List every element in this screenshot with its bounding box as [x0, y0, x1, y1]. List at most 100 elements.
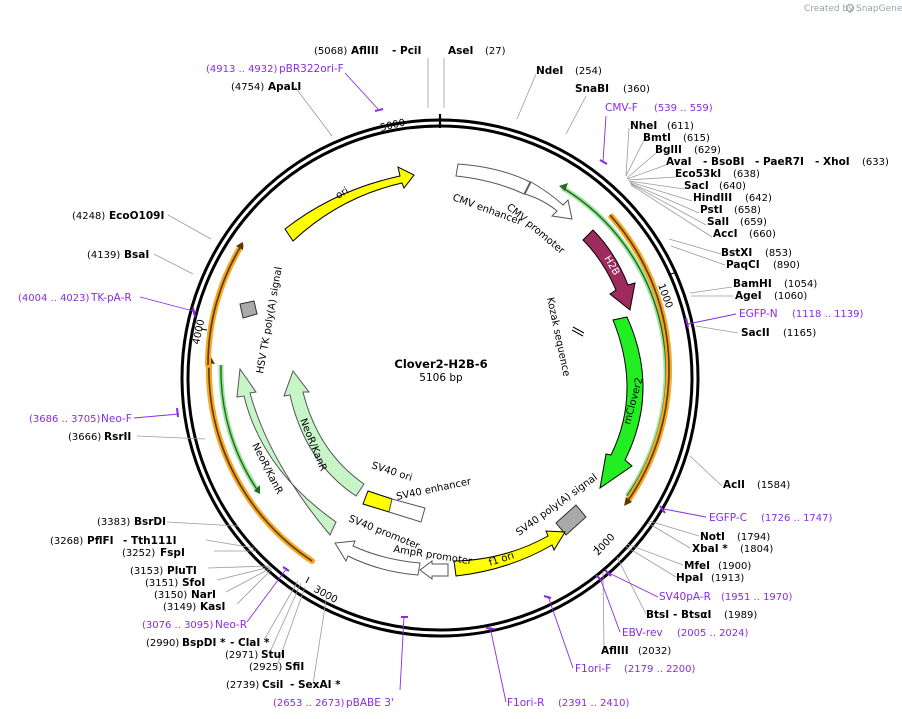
- site-bamhi[interactable]: BamHI (1054): [733, 278, 817, 290]
- site-xbai[interactable]: XbaI * (1804): [692, 543, 773, 555]
- site-bstxi[interactable]: BstXI (853): [721, 247, 792, 259]
- svg-text:(2925): (2925): [249, 662, 282, 673]
- svg-text:PluTI: PluTI: [167, 565, 197, 577]
- site-saci[interactable]: SacI (640): [684, 180, 746, 192]
- hsv-tk-feature: [239, 300, 258, 319]
- svg-text:(2971): (2971): [225, 650, 258, 661]
- site-hindiii[interactable]: HindIII (642): [693, 192, 772, 204]
- site-psti[interactable]: PstI (658): [700, 204, 761, 216]
- primer-pbr322ori-f[interactable]: (4913 .. 4932) pBR322ori-F: [206, 63, 344, 75]
- svg-text:SfiI: SfiI: [285, 661, 304, 673]
- svg-text:AclI: AclI: [723, 479, 745, 491]
- site-sfoi[interactable]: (3151) SfoI: [145, 577, 205, 589]
- svg-text:(2005 .. 2024): (2005 .. 2024): [677, 628, 749, 639]
- primer-sv40pa-r[interactable]: SV40pA-R (1951 .. 1970): [659, 591, 793, 603]
- svg-text:NarI: NarI: [191, 589, 216, 601]
- site-acli[interactable]: AclI (1584): [723, 479, 790, 491]
- site-kasi[interactable]: (3149) KasI: [163, 601, 225, 613]
- site-csii-sexai[interactable]: (2739) CsiI - SexAI *: [226, 679, 341, 691]
- site-noti[interactable]: NotI (1794): [700, 531, 770, 543]
- site-avai-group[interactable]: AvaI - BsoBI - PaeR7I - XhoI (633): [666, 156, 889, 168]
- site-bsrdi[interactable]: (3383) BsrDI: [97, 516, 166, 528]
- svg-text:ClaI *: ClaI *: [238, 637, 270, 649]
- svg-text:(3252): (3252): [122, 548, 155, 559]
- mclover2-feature: [599, 316, 644, 490]
- tk-orf-arc: [204, 243, 244, 368]
- svg-text:BamHI: BamHI: [733, 278, 772, 290]
- primer-pbabe-3[interactable]: (2653 .. 2673) pBABE 3': [273, 697, 394, 709]
- svg-text:(1060): (1060): [774, 291, 807, 302]
- svg-text:Eco53kI: Eco53kI: [675, 168, 721, 180]
- svg-text:MfeI: MfeI: [684, 560, 710, 572]
- site-mfei[interactable]: MfeI (1900): [684, 560, 751, 572]
- svg-text:(1989): (1989): [724, 610, 757, 621]
- site-ndei[interactable]: NdeI (254): [536, 65, 602, 77]
- watermark-prefix: Created by: [804, 4, 854, 14]
- svg-text:XbaI *: XbaI *: [692, 543, 728, 555]
- site-fspi[interactable]: (3252) FspI: [122, 547, 185, 559]
- primer-egfp-n[interactable]: EGFP-N (1118 .. 1139): [739, 308, 864, 320]
- primer-neo-f[interactable]: (3686 .. 3705) Neo-F: [29, 413, 132, 425]
- site-stui[interactable]: (2971) StuI: [225, 649, 285, 661]
- site-eco53ki[interactable]: Eco53kI (638): [675, 168, 760, 180]
- svg-text:(4248): (4248): [72, 211, 105, 222]
- site-asei[interactable]: AseI (27): [448, 45, 506, 57]
- svg-text:(640): (640): [719, 181, 746, 192]
- site-pluti[interactable]: (3153) PluTI: [130, 565, 197, 577]
- site-btsi[interactable]: BtsI - BtsαI (1989): [646, 609, 757, 621]
- svg-text:(4139): (4139): [87, 250, 120, 261]
- site-sali[interactable]: SalI (659): [707, 216, 767, 228]
- site-eco0109i[interactable]: (4248) EcoO109I: [72, 210, 164, 222]
- site-bmti[interactable]: BmtI (615): [643, 132, 710, 144]
- site-snabi[interactable]: SnaBI (360): [575, 83, 650, 95]
- site-acci[interactable]: AccI (660): [713, 228, 776, 240]
- site-nhei[interactable]: NheI (611): [630, 120, 694, 132]
- primer-egfp-c[interactable]: EGFP-C (1726 .. 1747): [709, 512, 833, 524]
- primer-ebv-rev[interactable]: EBV-rev (2005 .. 2024): [622, 627, 749, 639]
- svg-text:SfoI: SfoI: [182, 577, 205, 589]
- svg-text:PciI: PciI: [400, 45, 421, 57]
- sv40-polya-feature: [555, 504, 587, 536]
- svg-text:(629): (629): [694, 145, 721, 156]
- site-bspdi-clai[interactable]: (2990) BspDI * - ClaI *: [146, 637, 270, 649]
- svg-text:(4004 .. 4023): (4004 .. 4023): [18, 293, 90, 304]
- site-bglii[interactable]: BglII (629): [655, 144, 721, 156]
- kozak-mark-2: [571, 329, 584, 337]
- svg-text:(4913 .. 4932): (4913 .. 4932): [206, 64, 278, 75]
- site-pflfi-tth111i[interactable]: (3268) PflFI - Tth111I: [50, 535, 176, 547]
- site-rsrii[interactable]: (3666) RsrII: [68, 431, 131, 443]
- svg-text:(3076 .. 3095): (3076 .. 3095): [142, 620, 214, 631]
- primer-neo-r[interactable]: (3076 .. 3095) Neo-R: [142, 619, 247, 631]
- svg-text:(5068): (5068): [314, 46, 347, 57]
- svg-text:(3268): (3268): [50, 536, 83, 547]
- sv40-promoter-feature: [334, 540, 421, 576]
- svg-text:PaqCI: PaqCI: [726, 259, 760, 271]
- svg-text:EGFP-N: EGFP-N: [739, 308, 778, 320]
- site-apali[interactable]: (4754) ApaLI: [231, 81, 301, 93]
- sv40-promoter-label: SV40 promoter: [347, 514, 422, 553]
- primer-cmv-f[interactable]: CMV-F (539 .. 559): [605, 102, 713, 114]
- primer-tk-pa-r[interactable]: (4004 .. 4023) TK-pA-R: [18, 292, 132, 304]
- site-paqci[interactable]: PaqCI (890): [726, 259, 800, 271]
- site-hpai[interactable]: HpaI (1913): [676, 572, 744, 584]
- site-nari[interactable]: (3150) NarI: [154, 589, 216, 601]
- site-sacii[interactable]: SacII (1165): [741, 327, 816, 339]
- site-afliii-pcii[interactable]: (5068) AflIII - PciI: [314, 45, 421, 57]
- watermark-brand: SnapGene: [856, 4, 902, 14]
- orf-arrows: [204, 183, 672, 564]
- svg-text:BspDI *: BspDI *: [182, 637, 226, 649]
- primer-f1ori-r[interactable]: F1ori-R (2391 .. 2410): [507, 697, 630, 709]
- svg-text:AvaI: AvaI: [666, 156, 692, 168]
- sv40-enhancer-feature: [388, 498, 426, 523]
- site-afliii-2[interactable]: AflIII (2032): [601, 645, 671, 657]
- svg-text:(3666): (3666): [68, 432, 101, 443]
- primer-f1ori-f[interactable]: F1ori-F (2179 .. 2200): [575, 663, 696, 675]
- svg-text:SV40pA-R: SV40pA-R: [659, 591, 711, 603]
- site-bsai[interactable]: (4139) BsaI: [87, 249, 149, 261]
- site-sfii[interactable]: (2925) SfiI: [249, 661, 304, 673]
- hsv-tk-label: HSV TK poly(A) signal: [255, 266, 285, 375]
- cmv-enhancer-feature: [455, 163, 531, 195]
- svg-text:(3151): (3151): [145, 578, 178, 589]
- svg-text:-: -: [392, 45, 396, 57]
- site-agei[interactable]: AgeI (1060): [735, 290, 807, 302]
